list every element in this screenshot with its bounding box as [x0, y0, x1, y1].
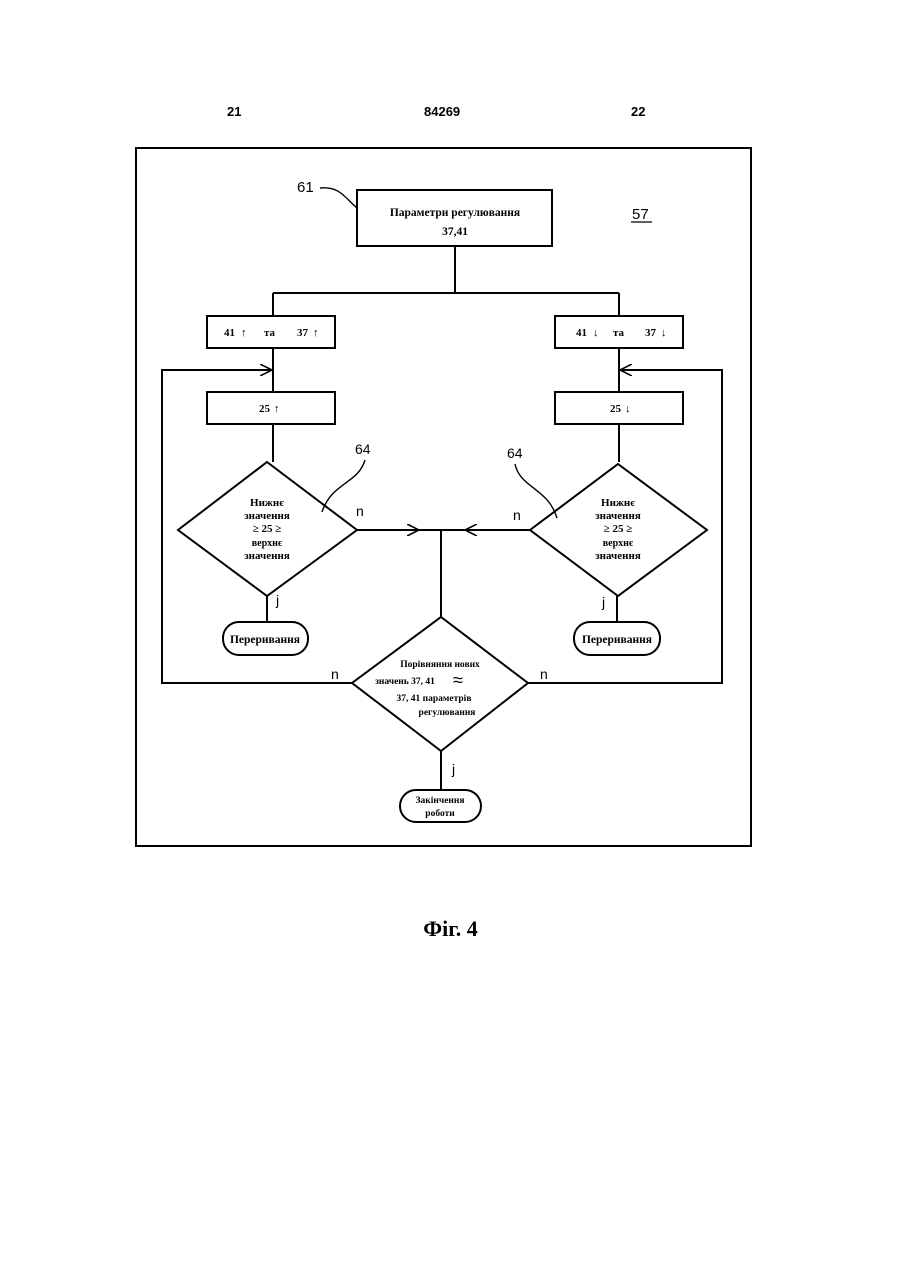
left-setup-conj: та — [264, 327, 276, 339]
compare-line1: Порівняння нових — [400, 659, 480, 670]
right-decision-line1: Нижнє — [601, 497, 635, 509]
compare-approx: ≈ — [453, 670, 463, 690]
frame-label: 57 — [632, 206, 649, 223]
right-decision-line2: значення — [595, 510, 641, 522]
left-setup-a: 41 — [224, 327, 235, 339]
right-yes-label: j — [601, 594, 605, 610]
compare-line2: значень 37, 41 — [375, 677, 435, 687]
right-setup-a-arrow: ↓ — [593, 327, 599, 339]
left-decision-line1: Нижнє — [250, 497, 284, 509]
left-step-box — [207, 392, 335, 424]
right-setup-conj: та — [613, 327, 625, 339]
right-stop-label: Переривання — [582, 634, 652, 646]
start-box-line1: Параметри регулювання — [390, 207, 520, 219]
right-no-label: n — [513, 507, 521, 523]
compare-line4: регулювання — [419, 708, 476, 718]
right-decision-ref-leader — [515, 464, 557, 518]
left-yes-label: j — [275, 592, 279, 608]
left-setup-b: 37 — [297, 327, 309, 339]
right-setup-b: 37 — [645, 327, 657, 339]
left-step-arrow: ↑ — [274, 403, 280, 415]
compare-left-no-label: n — [331, 666, 339, 682]
start-box-line2: 37,41 — [442, 226, 468, 238]
left-decision-ref: 64 — [355, 441, 371, 457]
compare-right-no-label: n — [540, 666, 548, 682]
left-no-label: n — [356, 503, 364, 519]
left-decision-line3: ≥ 25 ≥ — [253, 523, 282, 535]
left-setup-a-arrow: ↑ — [241, 327, 247, 339]
right-decision-line3: ≥ 25 ≥ — [604, 523, 633, 535]
right-decision-line4: верхнє — [603, 538, 634, 549]
right-setup-b-arrow: ↓ — [661, 327, 667, 339]
end-line2: роботи — [425, 808, 455, 819]
left-decision-line5: значення — [244, 550, 290, 562]
right-decision-line5: значення — [595, 550, 641, 562]
right-decision-ref: 64 — [507, 445, 523, 461]
left-step-value: 25 — [259, 403, 271, 415]
figure-caption: Фіг. 4 — [0, 916, 901, 942]
start-ref-label: 61 — [297, 179, 314, 196]
compare-yes-label: j — [451, 761, 455, 777]
start-ref-leader — [320, 188, 357, 208]
right-step-value: 25 — [610, 403, 622, 415]
right-setup-a: 41 — [576, 327, 587, 339]
right-step-arrow: ↓ — [625, 403, 631, 415]
end-line1: Закінчення — [415, 795, 464, 806]
left-decision-line2: значення — [244, 510, 290, 522]
left-setup-b-arrow: ↑ — [313, 327, 319, 339]
left-stop-label: Переривання — [230, 634, 300, 646]
compare-line3: 37, 41 параметрів — [397, 693, 472, 704]
left-decision-line4: верхнє — [252, 538, 283, 549]
